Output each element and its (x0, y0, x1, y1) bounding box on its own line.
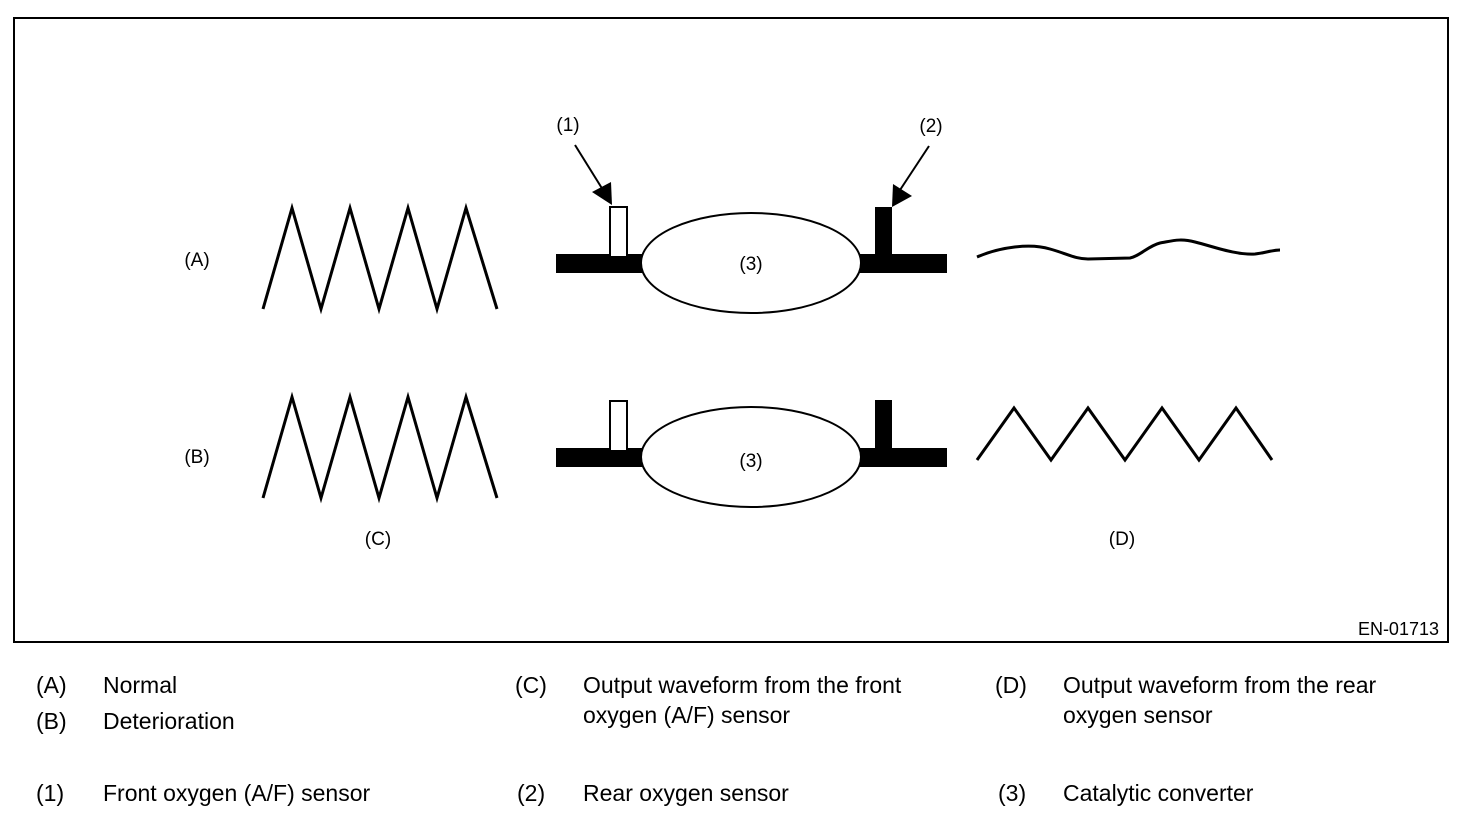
figure-code: EN-01713 (1358, 619, 1439, 639)
front-sensor-callout-label: (1) (556, 115, 579, 136)
catalytic-converter (640, 212, 862, 314)
rear-oxygen-sensor (875, 207, 892, 256)
exhaust-assembly-deterioration: (3) (556, 400, 947, 508)
rear-sensor-callout-label: (2) (919, 116, 942, 137)
rear-oxygen-sensor (875, 400, 892, 450)
figure-frame (13, 17, 1449, 643)
front-sensor-callout-arrowhead (592, 182, 612, 205)
catalyst-callout-label: (3) (739, 254, 762, 275)
legend-key-c: (C) (515, 672, 547, 698)
legend-key-b: (B) (36, 708, 67, 734)
legend-text-front-waveform-line1: Output waveform from the front (583, 672, 902, 698)
legend-text-rear-waveform-line1: Output waveform from the rear (1063, 672, 1377, 698)
front-sensor-waveform-normal (261, 202, 499, 315)
legend-text-deterioration: Deterioration (103, 708, 235, 734)
legend-text-catalytic-converter: Catalytic converter (1063, 780, 1254, 806)
front-sensor-callout-line (574, 144, 604, 191)
legend-key-d: (D) (995, 672, 1027, 698)
legend-key-1: (1) (36, 780, 65, 806)
legend-text-front-sensor: Front oxygen (A/F) sensor (103, 780, 371, 806)
exhaust-pipe-outlet (856, 254, 947, 273)
front-sensor-waveform-deterioration (261, 391, 499, 504)
catalyst-callout-label: (3) (739, 451, 762, 472)
exhaust-pipe-inlet (556, 448, 646, 467)
legend-text-rear-waveform-line2: oxygen sensor (1063, 702, 1213, 728)
legend-key-3: (3) (998, 780, 1027, 806)
legend-key-2: (2) (517, 780, 546, 806)
front-oxygen-sensor (609, 400, 628, 452)
rear-waveform-label: (D) (1109, 529, 1135, 550)
legend-text-front-waveform-line2: oxygen (A/F) sensor (583, 702, 791, 728)
rear-sensor-waveform-deterioration (975, 405, 1274, 463)
front-oxygen-sensor (609, 206, 628, 258)
exhaust-assembly-normal: (3) (556, 206, 947, 314)
row-label-deterioration: (B) (184, 447, 209, 468)
rear-sensor-waveform-normal (976, 238, 1281, 261)
front-waveform-label: (C) (365, 529, 391, 550)
rear-sensor-callout-arrowhead (892, 184, 912, 207)
legend-key-a: (A) (36, 672, 67, 698)
legend-text-normal: Normal (103, 672, 178, 698)
exhaust-pipe-outlet (856, 448, 947, 467)
legend-text-rear-sensor: Rear oxygen sensor (583, 780, 789, 806)
exhaust-pipe-inlet (556, 254, 646, 273)
row-label-normal: (A) (184, 250, 209, 271)
catalytic-converter (640, 406, 862, 508)
rear-sensor-callout-line (899, 145, 930, 191)
